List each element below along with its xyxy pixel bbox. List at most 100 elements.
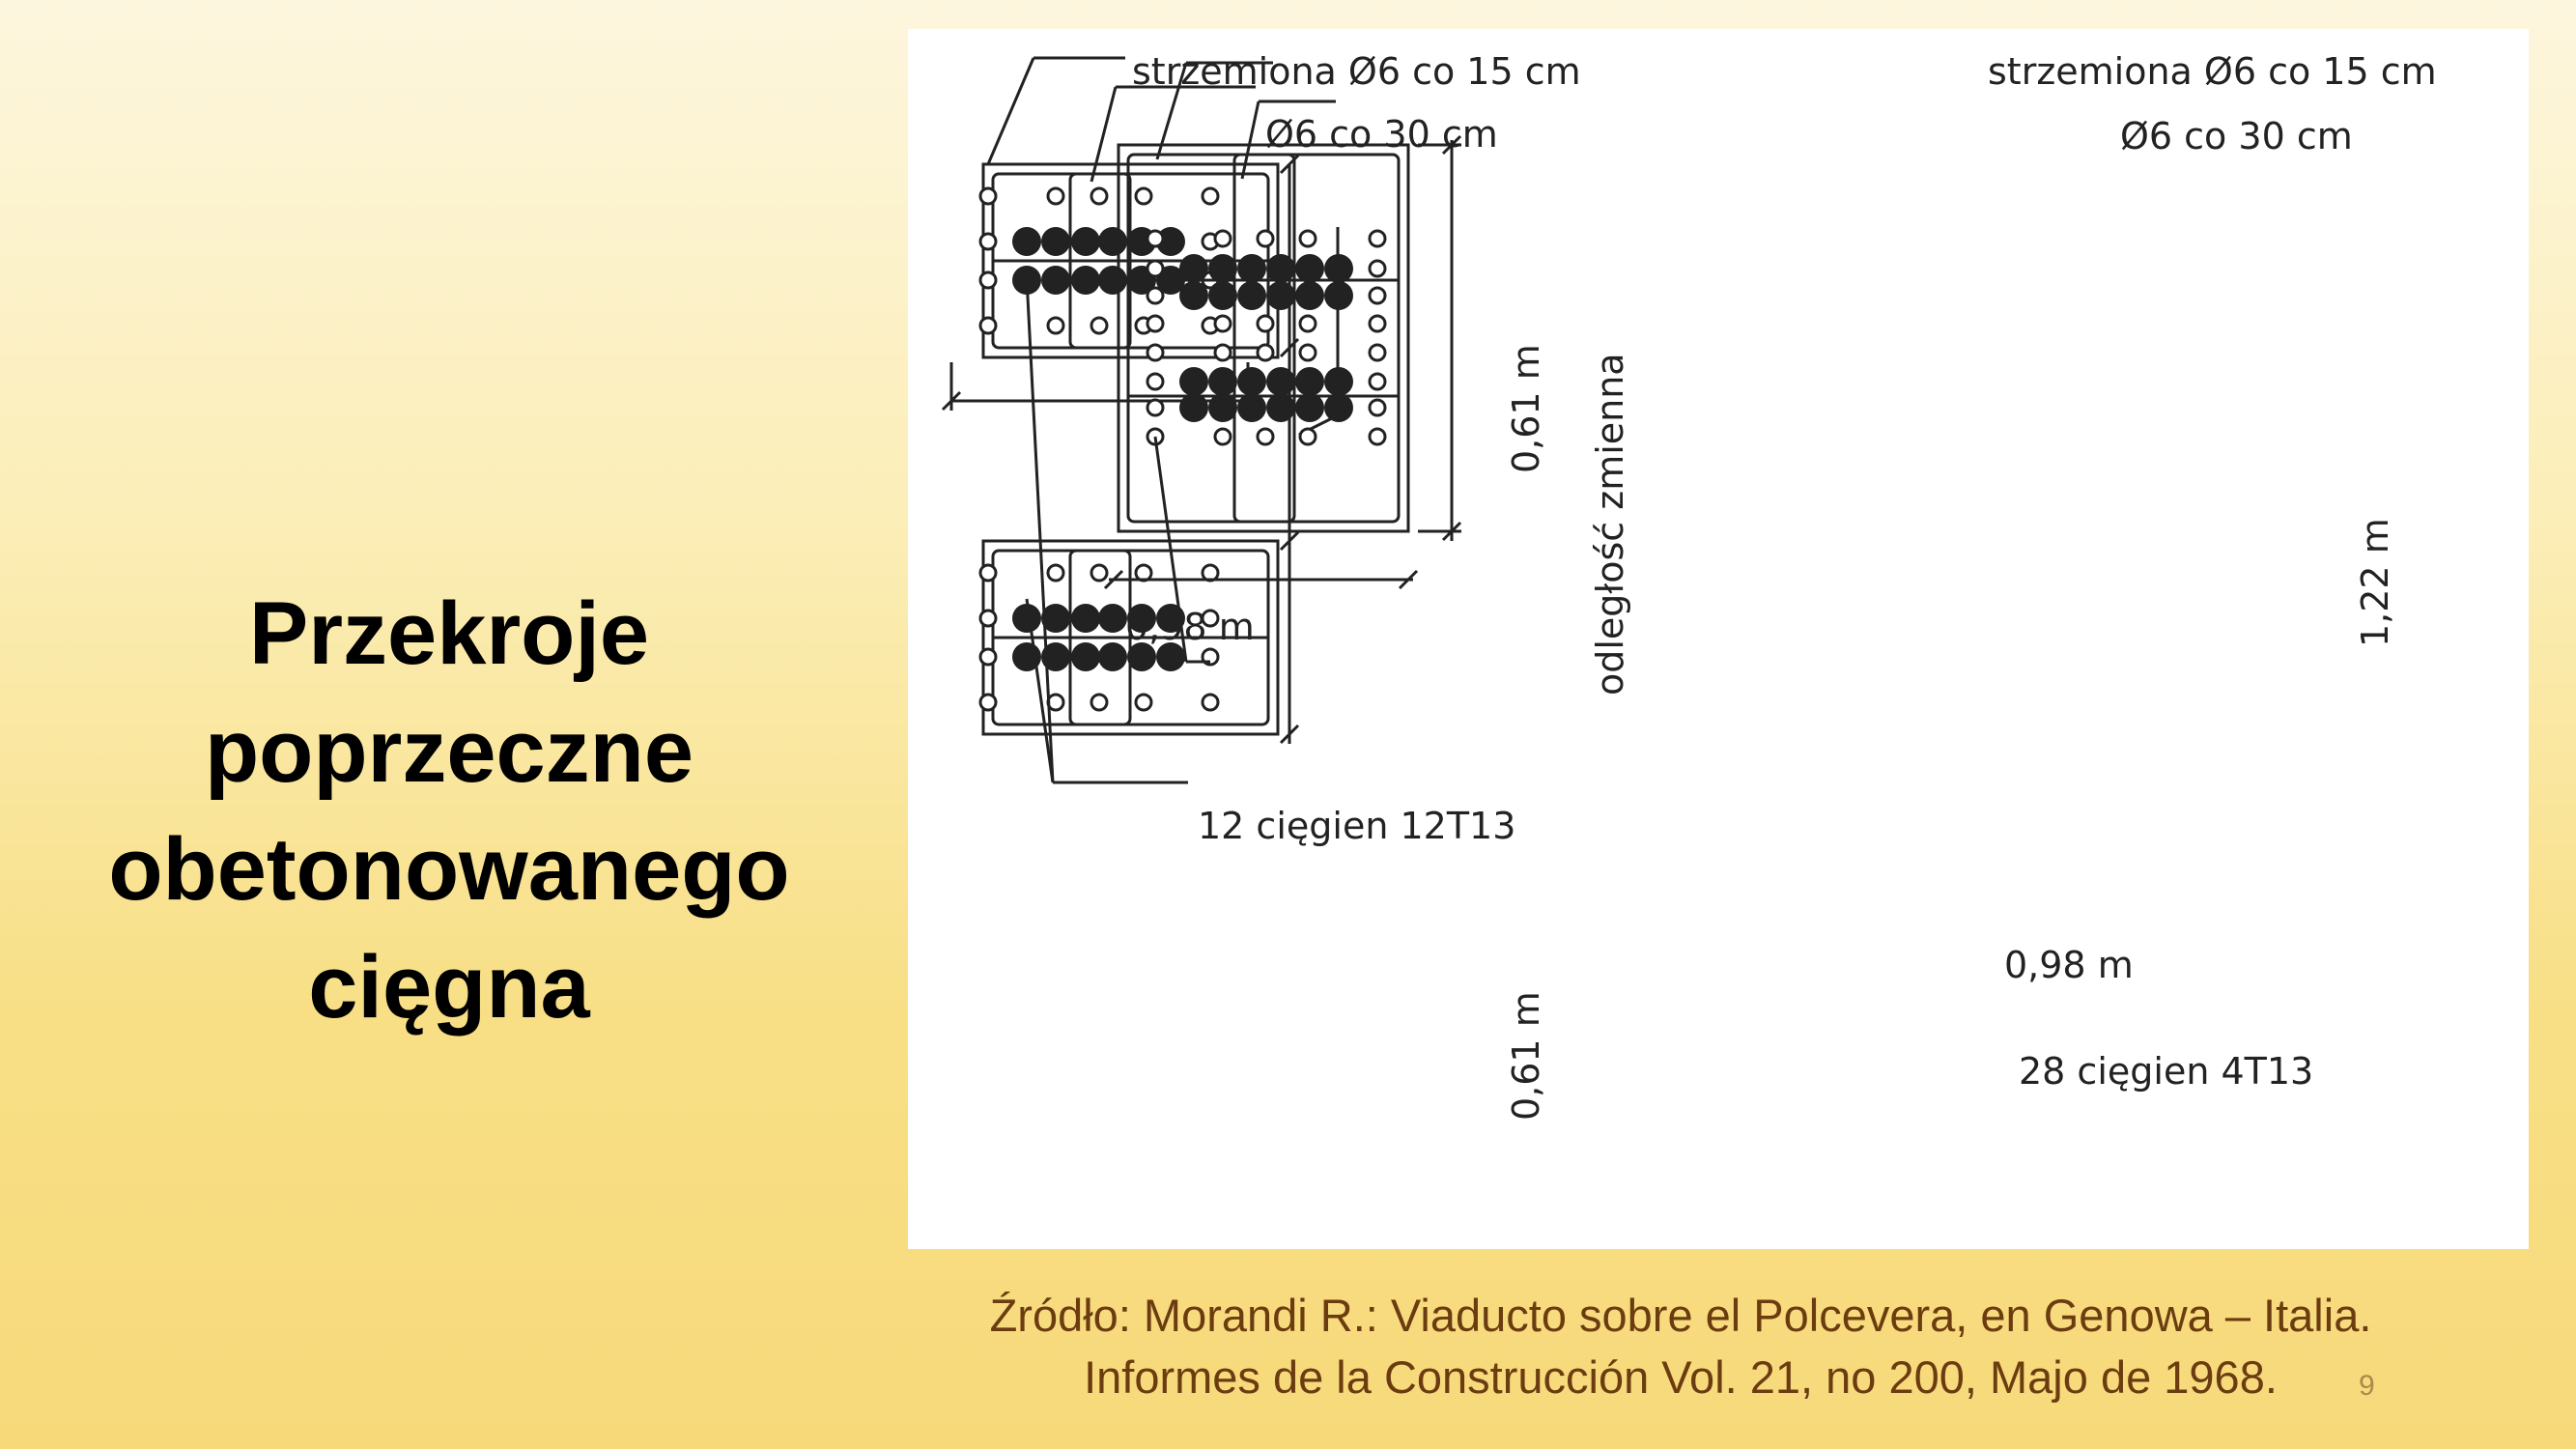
right-height-tick-a (1441, 134, 1462, 156)
right-bar-6-a (1146, 398, 1165, 417)
left-height-top-label: 0,61 m (1505, 344, 1547, 473)
left-2-tendon-2-4 (1127, 642, 1156, 671)
left-bar-label: Ø6 co 30 cm (1265, 113, 1498, 156)
right-tendon-6-4 (1295, 393, 1324, 422)
cross-section-diagram: strzemiona Ø6 co 15 cm Ø6 co 30 cm 0,98 … (941, 50, 2437, 1121)
right-tendon-2-2 (1237, 281, 1266, 310)
right-height-label: 1,22 m (2354, 518, 2396, 647)
left-2-bar-1-a (978, 609, 998, 628)
right-bar-0-1 (1256, 229, 1275, 248)
left-1-bar-2-a (978, 270, 998, 290)
page-number: 9 (2359, 1370, 2375, 1402)
left-1-tendon-1-2 (1071, 227, 1100, 256)
left-1-bar-0-1 (1046, 186, 1065, 206)
right-stirrups-leader (1155, 62, 1188, 160)
slide-title: Przekroje poprzeczne obetonowanego cięgn… (39, 575, 860, 1046)
left-1-bar-0-0 (978, 186, 998, 206)
right-bar-5-a (1146, 372, 1165, 391)
left-1-bar-3-2 (1090, 316, 1109, 335)
right-tendon-6-5 (1324, 393, 1353, 422)
left-width-label: 0,98 m (1125, 606, 1255, 648)
title-line-2: poprzeczne (204, 702, 694, 801)
source-line-2: Informes de la Construcción Vol. 21, no … (1084, 1351, 2278, 1403)
left-2-bar-0-2 (1090, 563, 1109, 582)
right-stirrups-label: strzemiona Ø6 co 15 cm (1988, 50, 2437, 93)
right-bar-7-1 (1256, 427, 1275, 446)
left-2-bar-3-3 (1134, 693, 1153, 712)
left-2-tendon-1-1 (1041, 604, 1070, 633)
left-1-bar-0-4 (1201, 186, 1220, 206)
right-bar-7-0 (1213, 427, 1232, 446)
right-bar-0-2 (1298, 229, 1317, 248)
left-section-2-outline (981, 539, 1280, 736)
right-tendon-leader (1153, 436, 1188, 663)
left-2-tendon-2-2 (1071, 642, 1100, 671)
left-2-tendon-2-3 (1098, 642, 1127, 671)
right-bar-4-a (1146, 343, 1165, 362)
right-tendon-6-1 (1208, 393, 1237, 422)
right-tendon-1-4 (1295, 254, 1324, 283)
right-tendon-2-1 (1208, 281, 1237, 310)
right-bar-4-2 (1298, 343, 1317, 362)
left-1-bar-1-a (978, 232, 998, 251)
right-bar-7-2 (1298, 427, 1317, 446)
left-2-bar-1-b (1201, 609, 1220, 628)
right-tendon-2-3 (1266, 281, 1295, 310)
source-line-1: Źródło: Morandi R.: Viaducto sobre el Po… (989, 1290, 2372, 1341)
left-dim-tick-c (1279, 530, 1300, 552)
right-tendon-5-1 (1208, 367, 1237, 396)
right-bar-leader (1240, 100, 1260, 180)
right-bar-1-b (1368, 259, 1387, 278)
right-bar-0-b (1368, 229, 1387, 248)
title-line-1: Przekroje (248, 584, 650, 683)
left-2-bar-0-1 (1046, 563, 1065, 582)
left-1-tendon-1-1 (1041, 227, 1070, 256)
left-1-tendon-2-3 (1098, 266, 1127, 295)
right-tendon-1-5 (1324, 254, 1353, 283)
right-width-tick-a (1103, 569, 1124, 590)
title-line-4: cięgna (308, 938, 590, 1037)
right-bar-6-b (1368, 398, 1387, 417)
left-height-bottom-label: 0,61 m (1505, 991, 1547, 1121)
right-bar-4-b (1368, 343, 1387, 362)
left-stirrups-label: strzemiona Ø6 co 15 cm (1132, 50, 1581, 93)
left-2-bar-3-2 (1090, 693, 1109, 712)
right-bar-label: Ø6 co 30 cm (2120, 115, 2353, 157)
left-2-tendon-1-0 (1012, 604, 1041, 633)
title-line-3: obetonowanego (108, 820, 790, 919)
left-tendon-label: 12 cięgien 12T13 (1198, 805, 1515, 847)
left-2-tendon-2-5 (1156, 642, 1185, 671)
left-stirrups-leader (986, 57, 1035, 165)
left-section-2-inner-stirrup (1068, 549, 1132, 726)
left-2-bar-3-0 (978, 693, 998, 712)
right-tendon-label: 28 cięgien 4T13 (2019, 1050, 2313, 1093)
left-2-bar-0-0 (978, 563, 998, 582)
right-tendon-5-5 (1324, 367, 1353, 396)
right-section-stirrup (1126, 153, 1401, 524)
left-dim-tick-d (1279, 724, 1300, 745)
right-tendon-6-0 (1179, 393, 1208, 422)
left-2-bar-3-4 (1201, 693, 1220, 712)
right-bar-0-a (1146, 229, 1165, 248)
right-bar-1-a (1146, 259, 1165, 278)
right-bar-0-0 (1213, 229, 1232, 248)
left-1-bar-3-0 (978, 316, 998, 335)
left-2-tendon-1-3 (1098, 604, 1127, 633)
right-bar-3-a (1146, 314, 1165, 333)
right-tendon-1-3 (1266, 254, 1295, 283)
right-section-inner-stirrup (1232, 153, 1296, 524)
right-bar-3-2 (1298, 314, 1317, 333)
right-tendon-5-3 (1266, 367, 1295, 396)
right-tendon-1-1 (1208, 254, 1237, 283)
right-tendon-6-3 (1266, 393, 1295, 422)
left-1-bar-0-2 (1090, 186, 1109, 206)
left-1-tendon-1-0 (1012, 227, 1041, 256)
right-bar-4-1 (1256, 343, 1275, 362)
right-bar-4-0 (1213, 343, 1232, 362)
right-height-tick-b (1441, 521, 1462, 542)
right-width-tick-b (1398, 569, 1419, 590)
right-tendon-5-2 (1237, 367, 1266, 396)
right-tendon-6-2 (1237, 393, 1266, 422)
right-tendon-5-0 (1179, 367, 1208, 396)
left-tendon-leader-bottom (1025, 598, 1055, 783)
